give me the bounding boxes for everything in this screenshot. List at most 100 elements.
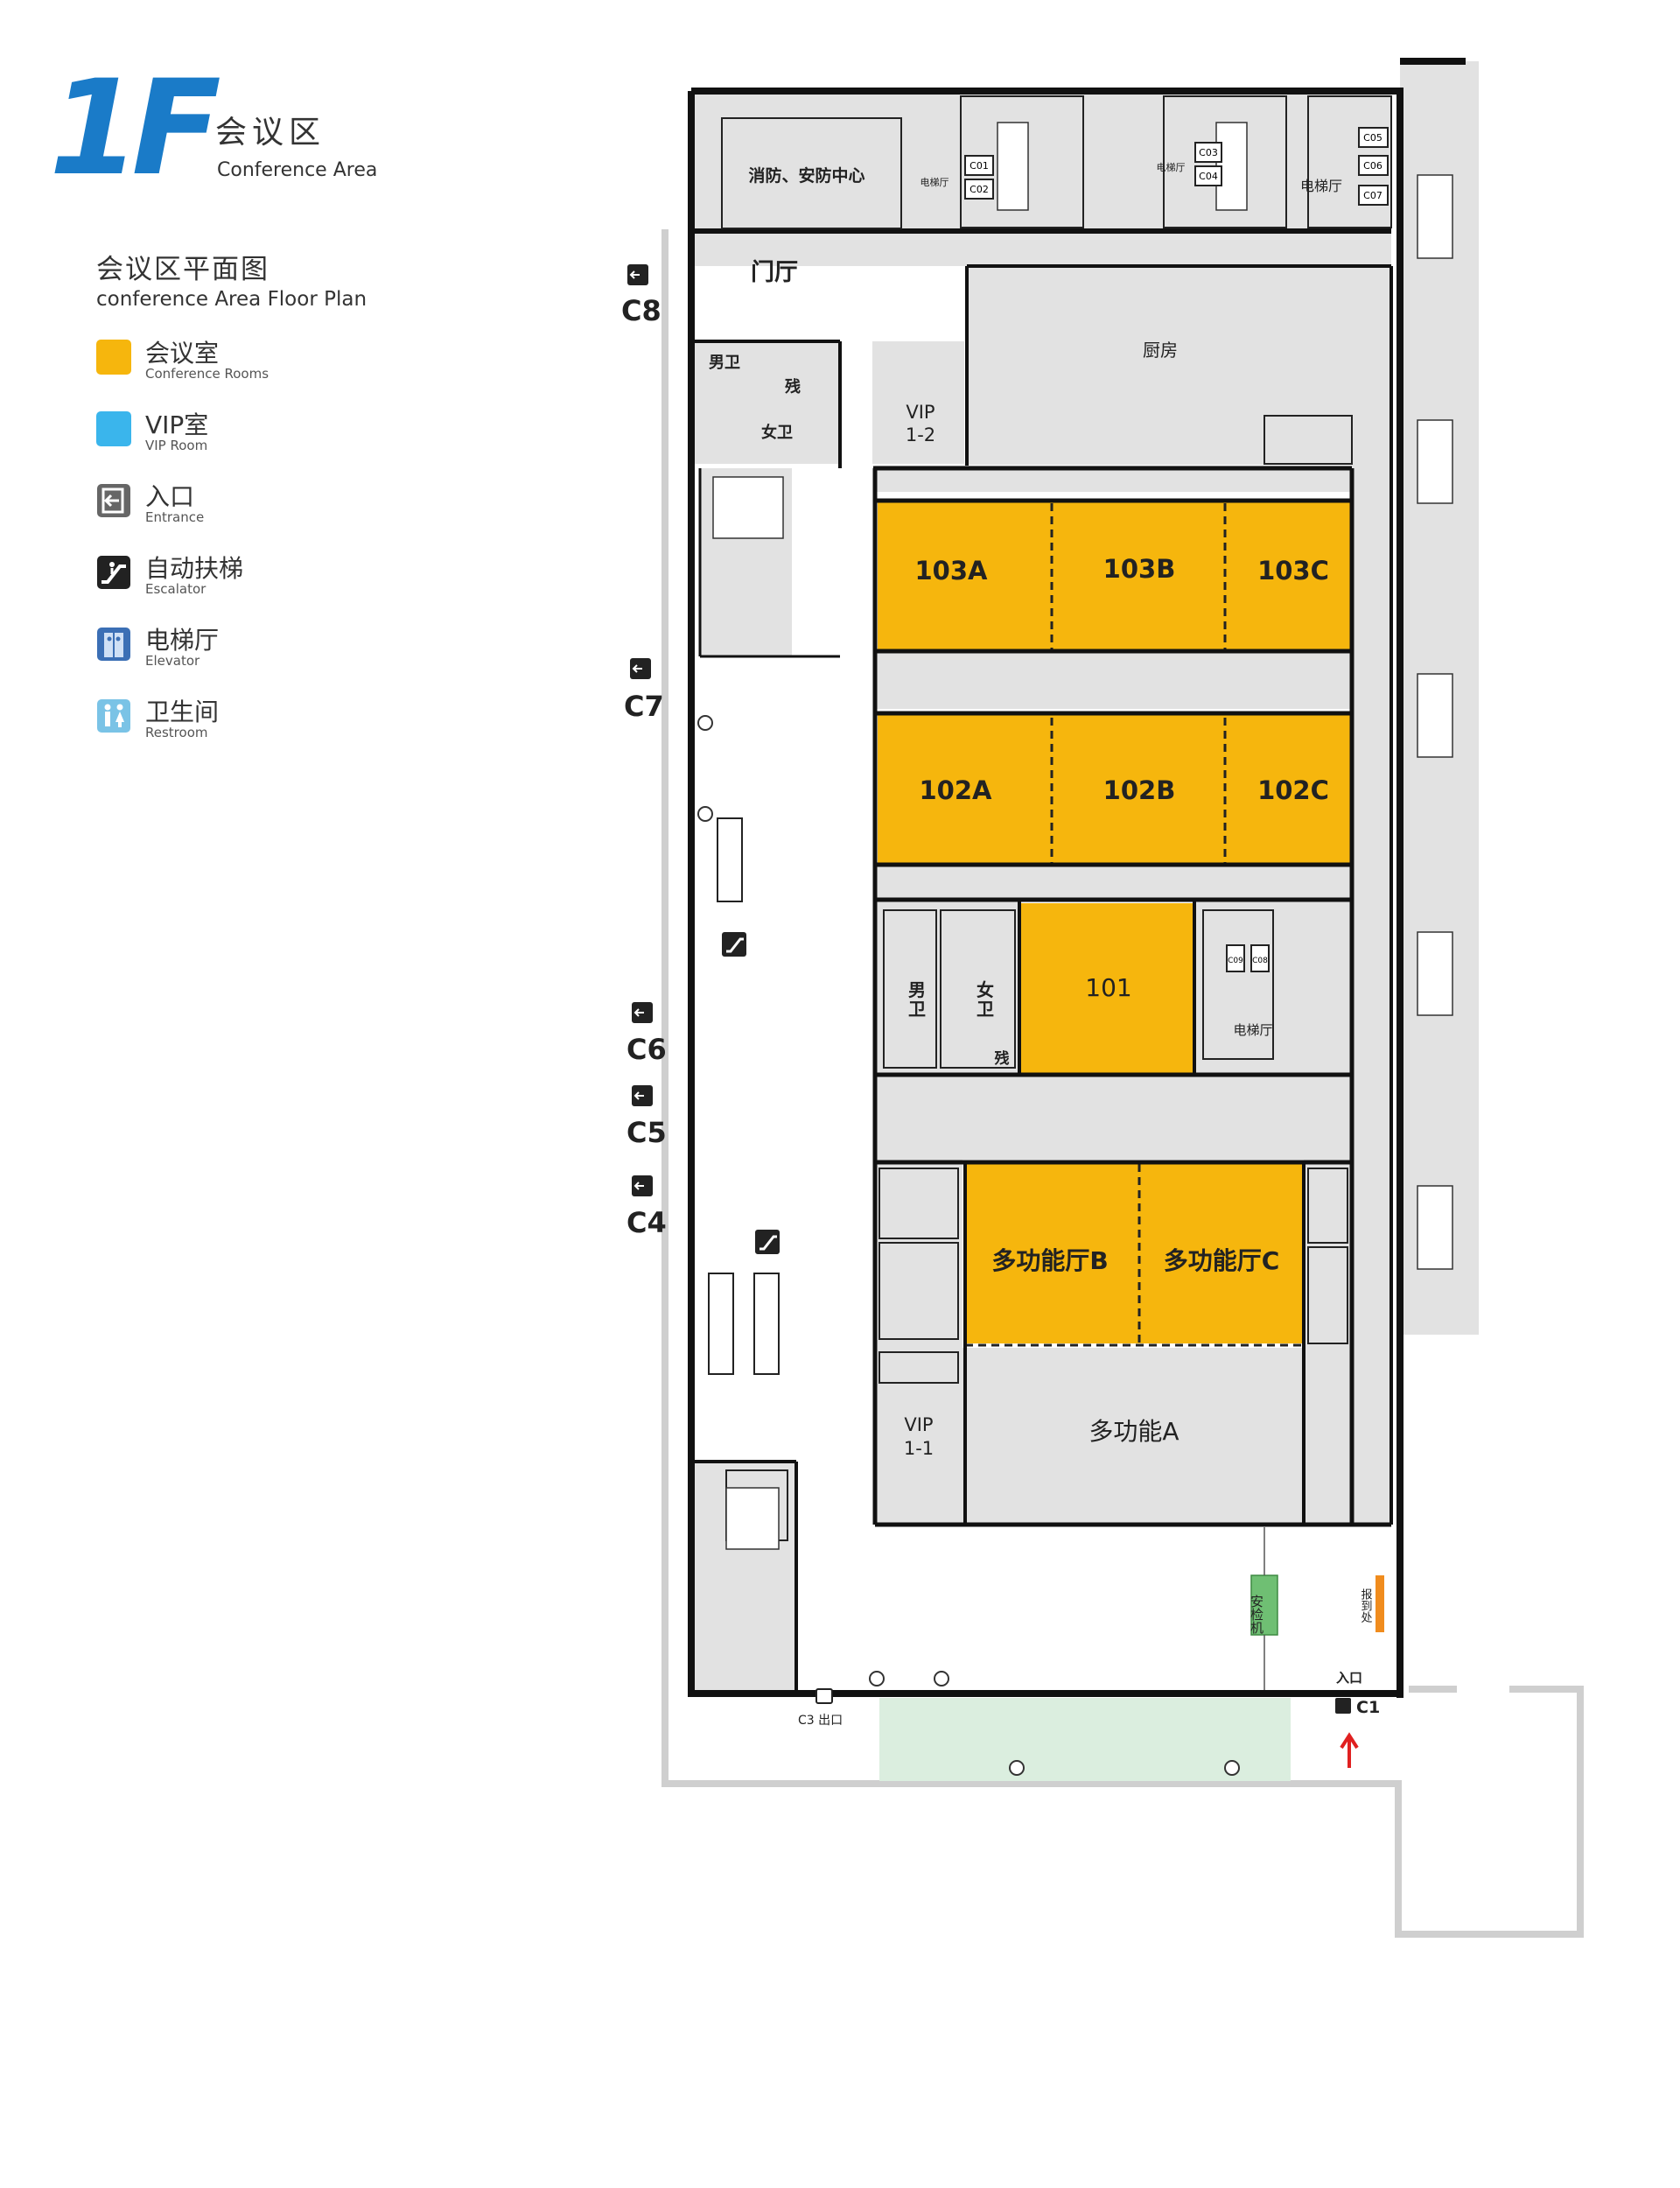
- accessible-restroom-label: 残: [785, 377, 801, 396]
- floor-badge: 1F: [49, 53, 221, 205]
- room-102c-label: 102C: [1257, 775, 1329, 805]
- room-multi-c-label: 多功能厅C: [1164, 1246, 1280, 1275]
- room-multi-b-label: 多功能厅B: [991, 1246, 1108, 1275]
- accessible-restroom-label: 残: [995, 1049, 1010, 1068]
- elevator-hall-label: 电梯厅: [1300, 178, 1342, 194]
- corridor-mid-2: [875, 862, 1352, 901]
- exits: C8 C7 C6 C5 C4: [621, 264, 667, 1239]
- vertical-labels: 安检机 报到处: [1249, 1588, 1372, 1635]
- kitchen-label: 厨房: [1143, 340, 1178, 361]
- vip-1-2-number: 1-2: [906, 424, 935, 445]
- room-101-label: 101: [1085, 973, 1131, 1002]
- partitions: [965, 503, 1304, 1347]
- women-restroom-label: 女卫: [761, 423, 793, 442]
- room-102: [878, 715, 1350, 866]
- vip-1-1-room: [875, 1387, 962, 1523]
- vip-room-swatch: [96, 411, 131, 446]
- site-boundary: [662, 229, 1584, 1938]
- exit-c6: C6: [626, 1002, 667, 1066]
- elevator-label: C09: [1228, 957, 1243, 965]
- main-entrance: 入口 C1 C3 出口: [798, 1670, 1380, 1768]
- multi-function-a: [962, 1348, 1304, 1523]
- exit-c8: C8: [621, 264, 662, 327]
- restroom-icon: [96, 698, 131, 733]
- elevator-label: C07: [1363, 190, 1382, 201]
- men-restroom-label-2: 卫: [908, 999, 926, 1020]
- legend-label: 入口: [145, 482, 195, 511]
- entrance-icon: [96, 483, 131, 518]
- east-inner-corridor: [1352, 266, 1391, 1526]
- elevator-label: C05: [1363, 132, 1382, 144]
- legend-sublabel: Escalator: [145, 581, 206, 597]
- elevator-hall-label: 电梯厅: [920, 177, 949, 188]
- exit-c4-label: C4: [626, 1206, 667, 1239]
- elevator-label: C06: [1363, 160, 1382, 172]
- room-103b-label: 103B: [1103, 554, 1176, 584]
- elevator-label: C01: [970, 160, 989, 172]
- men-restroom-label: 男卫: [709, 354, 740, 372]
- elevator-label: C04: [1199, 171, 1218, 182]
- elevator-hall-label: 电梯厅: [1157, 162, 1186, 173]
- north-service-zone: [691, 91, 1391, 266]
- legend-label: 卫生间: [145, 698, 220, 726]
- women-restroom-label: 女: [976, 979, 994, 1000]
- room-103: [878, 501, 1350, 651]
- conference-rooms: [878, 501, 1350, 1343]
- corridor-mid-3: [875, 1072, 1352, 1160]
- zone-subtitle: Conference Area: [217, 159, 378, 181]
- room-102b-label: 102B: [1103, 775, 1176, 805]
- escalator-icon: [722, 932, 780, 1254]
- corridor-mid-1: [875, 652, 1352, 709]
- legend: 会议室 Conference Rooms VIP室 VIP Room 入口 En…: [96, 334, 385, 765]
- vip-1-1-number: 1-1: [904, 1438, 934, 1459]
- elevator-label: C03: [1199, 147, 1218, 158]
- entrance-arrow-icon: [1340, 1732, 1359, 1768]
- legend-item-restroom: 卫生间 Restroom: [96, 693, 385, 765]
- exit-c7: C7: [624, 658, 664, 723]
- elevator-boxes: C01 C02 C03 C04 C05 C06 C07 C09 C08: [964, 127, 1389, 972]
- escalators: [708, 817, 780, 1375]
- legend-label: VIP室: [145, 410, 209, 439]
- entrance-icon: [1335, 1698, 1351, 1714]
- conference-room-swatch: [96, 340, 131, 375]
- escalator-icon: [96, 555, 131, 590]
- restroom-block-mid: [875, 901, 1019, 1072]
- registration-desk: [1376, 1575, 1384, 1632]
- vip-1-2-room: [872, 341, 964, 464]
- men-restroom-label: 男: [908, 979, 926, 1000]
- room-103a-label: 103A: [915, 556, 989, 586]
- restroom-block-north: [691, 341, 840, 464]
- legend-sublabel: Conference Rooms: [145, 366, 270, 382]
- plan-title-cn: 会议区平面图: [96, 254, 270, 285]
- elevator-label: C08: [1252, 957, 1268, 965]
- lobby-label: 门厅: [751, 259, 798, 286]
- legend-item-vip: VIP室 VIP Room: [96, 406, 385, 478]
- legend-sublabel: Entrance: [145, 509, 205, 525]
- stairs: [712, 122, 1453, 1550]
- legend-label: 电梯厅: [145, 626, 220, 655]
- legend-item-escalator: 自动扶梯 Escalator: [96, 550, 385, 621]
- security-machine-label: 安检机: [1249, 1595, 1264, 1635]
- exit-c8-label: C8: [621, 294, 662, 327]
- room-103c-label: 103C: [1257, 556, 1329, 586]
- legend-sublabel: VIP Room: [145, 438, 208, 453]
- legend-sublabel: Restroom: [145, 725, 208, 740]
- exit-c3-label: C3 出口: [798, 1714, 843, 1728]
- exit-c1-label: C1: [1356, 1698, 1380, 1717]
- room-labels: 103A 103B 103C 102A 102B 102C 101 多功能厅B …: [709, 162, 1342, 1459]
- columns: [697, 715, 1240, 1776]
- legend-label: 自动扶梯: [145, 554, 244, 583]
- zone-title: 会议区: [215, 115, 326, 151]
- vip-1-2-label: VIP: [906, 402, 934, 423]
- exit-c6-label: C6: [626, 1033, 667, 1066]
- elevator-hall-label: 电梯厅: [1233, 1022, 1272, 1038]
- exit-c5: C5: [626, 1085, 667, 1149]
- exit-c7-label: C7: [624, 690, 664, 723]
- room-multi-a-label: 多功能A: [1088, 1417, 1179, 1446]
- room-101: [1019, 903, 1194, 1074]
- exit-c5-label: C5: [626, 1116, 667, 1149]
- vip-1-1-label: VIP: [904, 1414, 933, 1435]
- elevator-icon: [96, 627, 131, 662]
- plan-title-en: conference Area Floor Plan: [96, 288, 368, 311]
